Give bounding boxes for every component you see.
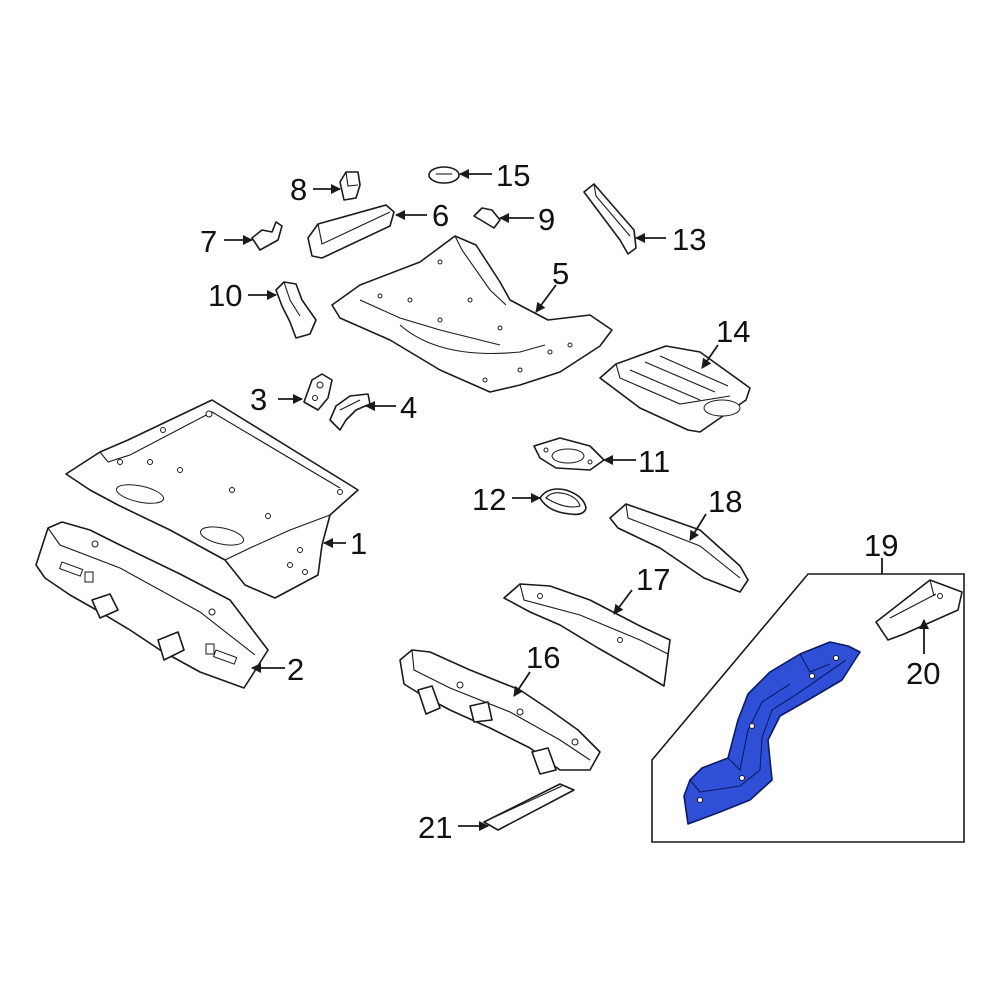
- callout-labels: 1 2 3 4 5 6 7 8 9 10 11 12 13 14 15 16 1…: [200, 158, 940, 845]
- part-12-grommet[interactable]: [539, 488, 587, 516]
- part-21-strip[interactable]: [483, 783, 575, 831]
- callout-3: 3: [250, 382, 267, 417]
- callout-17: 17: [636, 562, 670, 597]
- callout-9: 9: [538, 202, 555, 237]
- part-14-floor-panel[interactable]: [599, 345, 751, 433]
- part-19-rear-side-rail[interactable]: [683, 641, 861, 825]
- callout-2: 2: [287, 652, 304, 687]
- callout-13: 13: [672, 222, 706, 257]
- callout-20: 20: [906, 656, 940, 691]
- part-16-crossmember[interactable]: [399, 649, 601, 775]
- leader-lines: [224, 169, 929, 831]
- callout-11: 11: [638, 444, 670, 479]
- part-1-rear-floor-pan[interactable]: [65, 399, 359, 599]
- part-5-floor-pan[interactable]: [331, 235, 613, 393]
- callout-4: 4: [400, 390, 417, 425]
- part-15-plug[interactable]: [428, 166, 460, 184]
- callout-15: 15: [496, 158, 530, 193]
- callout-14: 14: [716, 314, 750, 349]
- callout-16: 16: [526, 640, 560, 675]
- part-11-plate[interactable]: [533, 437, 605, 471]
- part-8-bracket[interactable]: [339, 171, 361, 201]
- part-10-bracket[interactable]: [275, 281, 317, 339]
- part-4-bracket[interactable]: [329, 393, 371, 431]
- callout-1: 1: [350, 526, 367, 561]
- part-17-crossmember[interactable]: [503, 583, 671, 687]
- part-13-strip[interactable]: [583, 183, 637, 255]
- callout-5: 5: [552, 256, 569, 291]
- callout-21: 21: [418, 810, 452, 845]
- callout-10: 10: [208, 278, 242, 313]
- part-20-bracket[interactable]: [875, 579, 963, 641]
- callout-6: 6: [432, 198, 449, 233]
- callout-8: 8: [290, 172, 307, 207]
- callout-19: 19: [864, 528, 898, 563]
- part-6-panel[interactable]: [307, 204, 395, 259]
- callout-7: 7: [200, 224, 217, 259]
- part-3-bracket[interactable]: [303, 373, 333, 411]
- part-19-group-frame: [651, 573, 965, 843]
- callout-12: 12: [472, 482, 506, 517]
- part-18-rail[interactable]: [609, 503, 749, 593]
- part-7-bracket[interactable]: [251, 221, 283, 251]
- part-9-bracket[interactable]: [473, 207, 501, 229]
- callout-18: 18: [708, 484, 742, 519]
